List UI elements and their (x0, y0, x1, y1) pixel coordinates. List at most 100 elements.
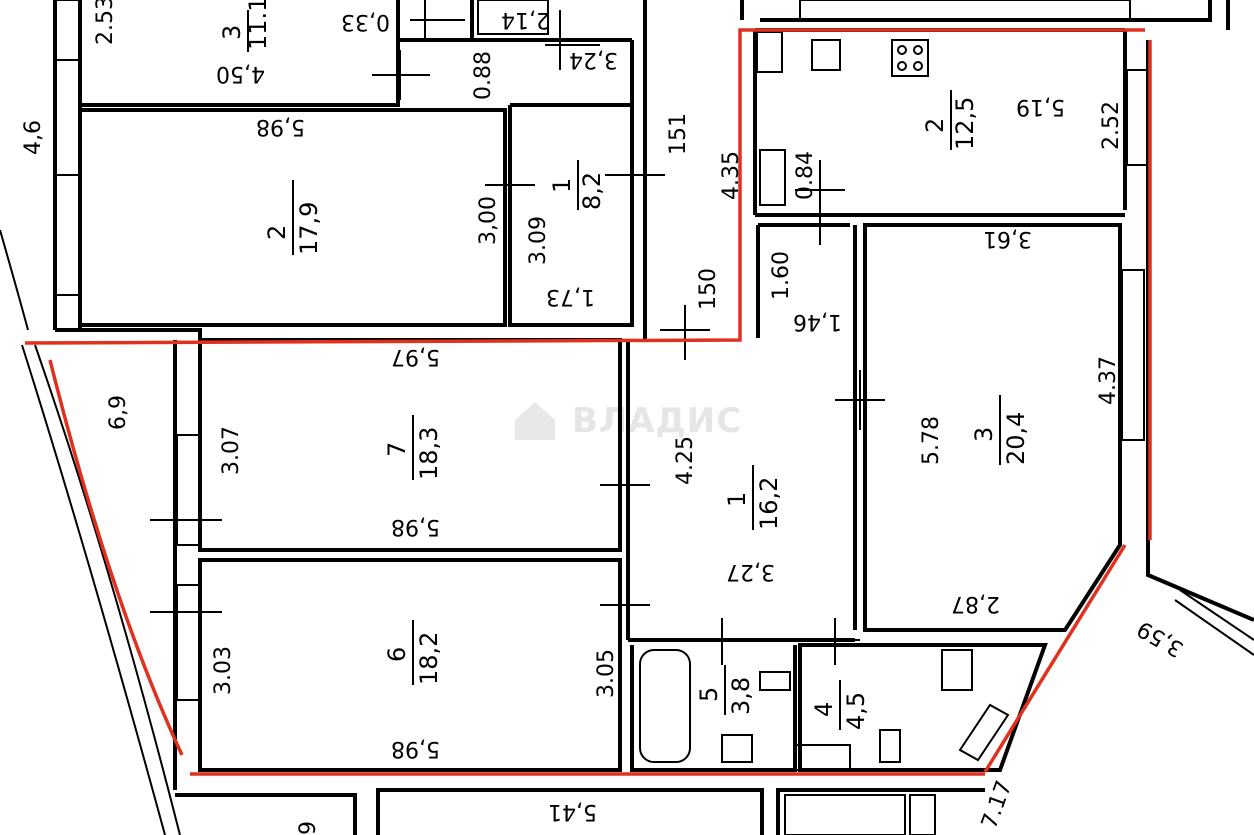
room-label: 3 11.1 (218, 0, 272, 52)
bathroom-fixture (477, 0, 549, 35)
dimension: 3.09 (526, 216, 551, 265)
dimension: 1,73 (546, 284, 595, 309)
dimension: 5,98 (256, 114, 305, 139)
fridge (756, 31, 783, 73)
door-marks (150, 0, 885, 665)
room-label: 2 12,5 (921, 90, 979, 150)
room-label: 4 4,5 (810, 680, 870, 730)
room-label: 5 3,8 (695, 665, 755, 715)
window (55, 174, 81, 296)
room-area: 12,5 (951, 97, 979, 150)
dimension: 0.84 (793, 151, 818, 200)
dimension: 4.37 (1096, 356, 1121, 405)
wall (55, 328, 202, 340)
dimension: 5,41 (548, 799, 597, 824)
room-area: 3,8 (727, 677, 755, 715)
wall (80, 108, 507, 327)
door-mark (410, 0, 465, 38)
door-mark (372, 50, 430, 100)
toilet (879, 729, 901, 763)
dimension: 3,24 (569, 47, 618, 72)
dimension: 5,97 (391, 344, 440, 369)
room-label: 6 18,2 (383, 620, 443, 685)
stove-burner-icon (897, 45, 907, 55)
door-mark (795, 160, 845, 245)
dimension: 3,61 (983, 226, 1032, 251)
bathtub (639, 649, 691, 763)
dimension: 5,19 (1016, 94, 1065, 119)
dimension: 4.35 (719, 151, 744, 200)
dimension: 4,6 (21, 120, 46, 155)
room-area: 20,4 (1002, 412, 1030, 465)
room-area: 18,2 (415, 632, 443, 685)
watermark-text: ВЛАДИС (572, 401, 742, 441)
window (1121, 269, 1145, 441)
dimension: 3,59 (1133, 615, 1188, 661)
toilet (941, 649, 973, 691)
room-label: 1 8,2 (548, 160, 606, 210)
dimension: 150 (696, 268, 721, 310)
dimension: 4,50 (216, 61, 265, 86)
wall (630, 645, 797, 772)
sink (811, 39, 841, 71)
dimension: 3.05 (594, 649, 619, 698)
room-number: 6 (383, 647, 411, 662)
wall (376, 788, 764, 835)
watermark: ВЛАДИС (515, 401, 742, 441)
dimension: 0,33 (341, 9, 390, 34)
room-number: 1 (723, 492, 751, 507)
ventilation (958, 703, 1010, 762)
room-label: 3 20,4 (970, 395, 1030, 465)
washing-machine (759, 671, 791, 691)
dimension: 6,9 (106, 395, 131, 430)
room-labels: 3 11.1 2 17,9 1 8,2 2 12,5 7 18,3 1 16,2 (218, 0, 1030, 730)
dimension: 2,14 (501, 7, 550, 32)
door-mark (660, 305, 710, 360)
balcony (0, 229, 29, 331)
balcony (34, 344, 181, 835)
room-number: 4 (810, 702, 838, 717)
door-mark (815, 618, 860, 665)
door-mark (545, 10, 600, 70)
wall (175, 793, 357, 835)
room-number: 5 (695, 687, 723, 702)
apartment-outline (24, 28, 1152, 776)
balcony (21, 344, 166, 835)
dimension: 5,98 (391, 736, 440, 761)
room-number: 2 (263, 225, 291, 240)
room-number: 7 (383, 442, 411, 457)
outline-diagonal (983, 544, 1127, 773)
room-number: 1 (548, 178, 576, 193)
dimension: 4.25 (673, 436, 698, 485)
dimension: 151 (666, 113, 691, 155)
wall (863, 223, 1122, 632)
dimension: 9 (296, 821, 321, 835)
dimension: 5.78 (919, 416, 944, 465)
dimension: 2.52 (1099, 101, 1124, 150)
stove (891, 39, 929, 77)
room-area: 4,5 (842, 692, 870, 730)
room-area: 17,9 (295, 202, 323, 255)
dimension: 2,87 (951, 591, 1000, 616)
house-logo-icon (515, 402, 555, 440)
outline-top (24, 28, 1145, 345)
dimension: 3,00 (476, 196, 501, 245)
room-number: 3 (218, 25, 246, 40)
room-number: 3 (970, 427, 998, 442)
wall (776, 788, 985, 835)
dimension: 3.03 (211, 646, 236, 695)
window (55, 0, 81, 61)
room-label: 1 16,2 (723, 465, 783, 530)
ventilation (759, 149, 786, 206)
bathtub (784, 794, 906, 835)
dimension: 7.17 (977, 777, 1017, 832)
dimension: 0.88 (471, 51, 496, 100)
door-mark (700, 618, 745, 665)
room-area: 16,2 (755, 477, 783, 530)
door-mark (835, 370, 885, 430)
outline-balcony (48, 359, 184, 756)
stove-burner-icon (913, 45, 923, 55)
